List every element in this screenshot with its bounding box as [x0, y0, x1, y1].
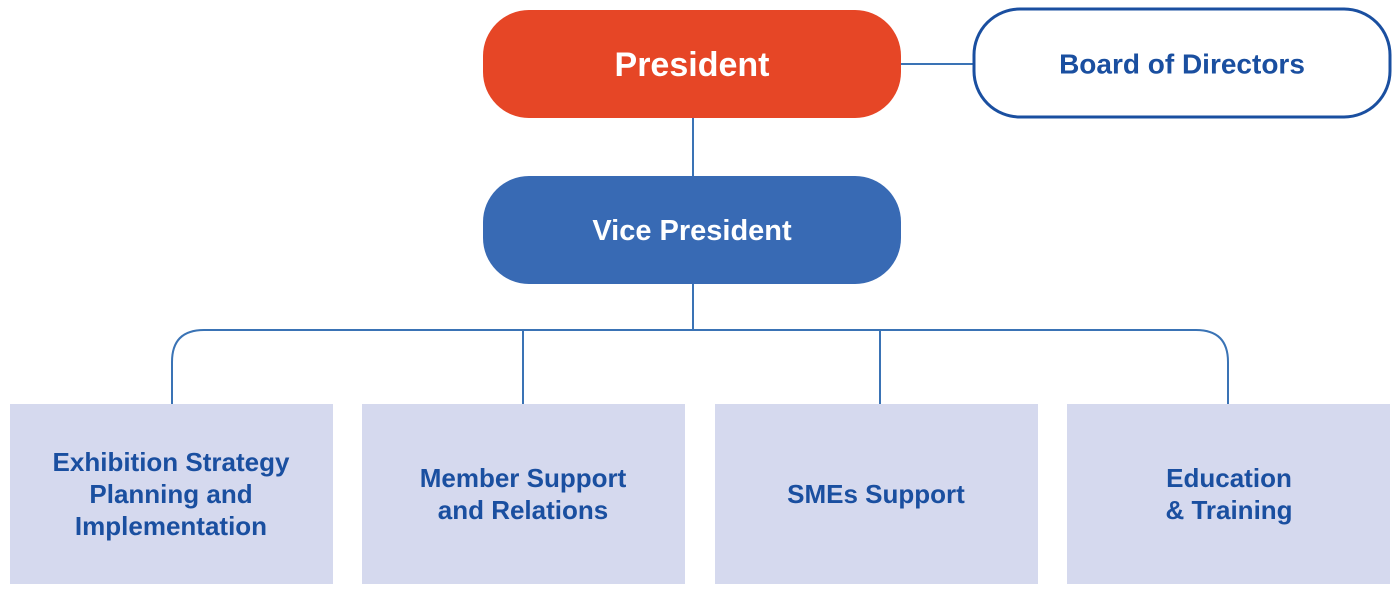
department-exhibition: Exhibition Strategy Planning and Impleme… [10, 404, 333, 584]
vice-president-label: Vice President [592, 215, 792, 247]
connector-bus [171, 329, 1229, 404]
president-label: President [615, 46, 770, 84]
department-label-line: and Relations [438, 495, 608, 525]
department-smes-support: SMEs Support [715, 404, 1038, 584]
board-label: Board of Directors [1059, 49, 1305, 80]
department-box [1067, 404, 1390, 584]
department-box [715, 404, 1038, 584]
president-node: President [483, 10, 901, 118]
department-label-line: Planning and [89, 479, 252, 509]
department-label-line: Member Support [420, 463, 627, 493]
vice-president-box [483, 176, 901, 284]
president-box [483, 10, 901, 118]
department-label-line: SMEs Support [787, 479, 965, 509]
department-label-line: & Training [1165, 495, 1292, 525]
department-member-support: Member Support and Relations [362, 404, 685, 584]
department-label-line: Exhibition Strategy [53, 447, 290, 477]
board-node: Board of Directors [972, 7, 1392, 119]
board-box [972, 7, 1392, 119]
department-label-line: Implementation [75, 511, 267, 541]
department-box [362, 404, 685, 584]
vice-president-node: Vice President [483, 176, 901, 284]
department-education-training: Education & Training [1067, 404, 1390, 584]
department-box [10, 404, 333, 584]
department-label-line: Education [1166, 463, 1292, 493]
